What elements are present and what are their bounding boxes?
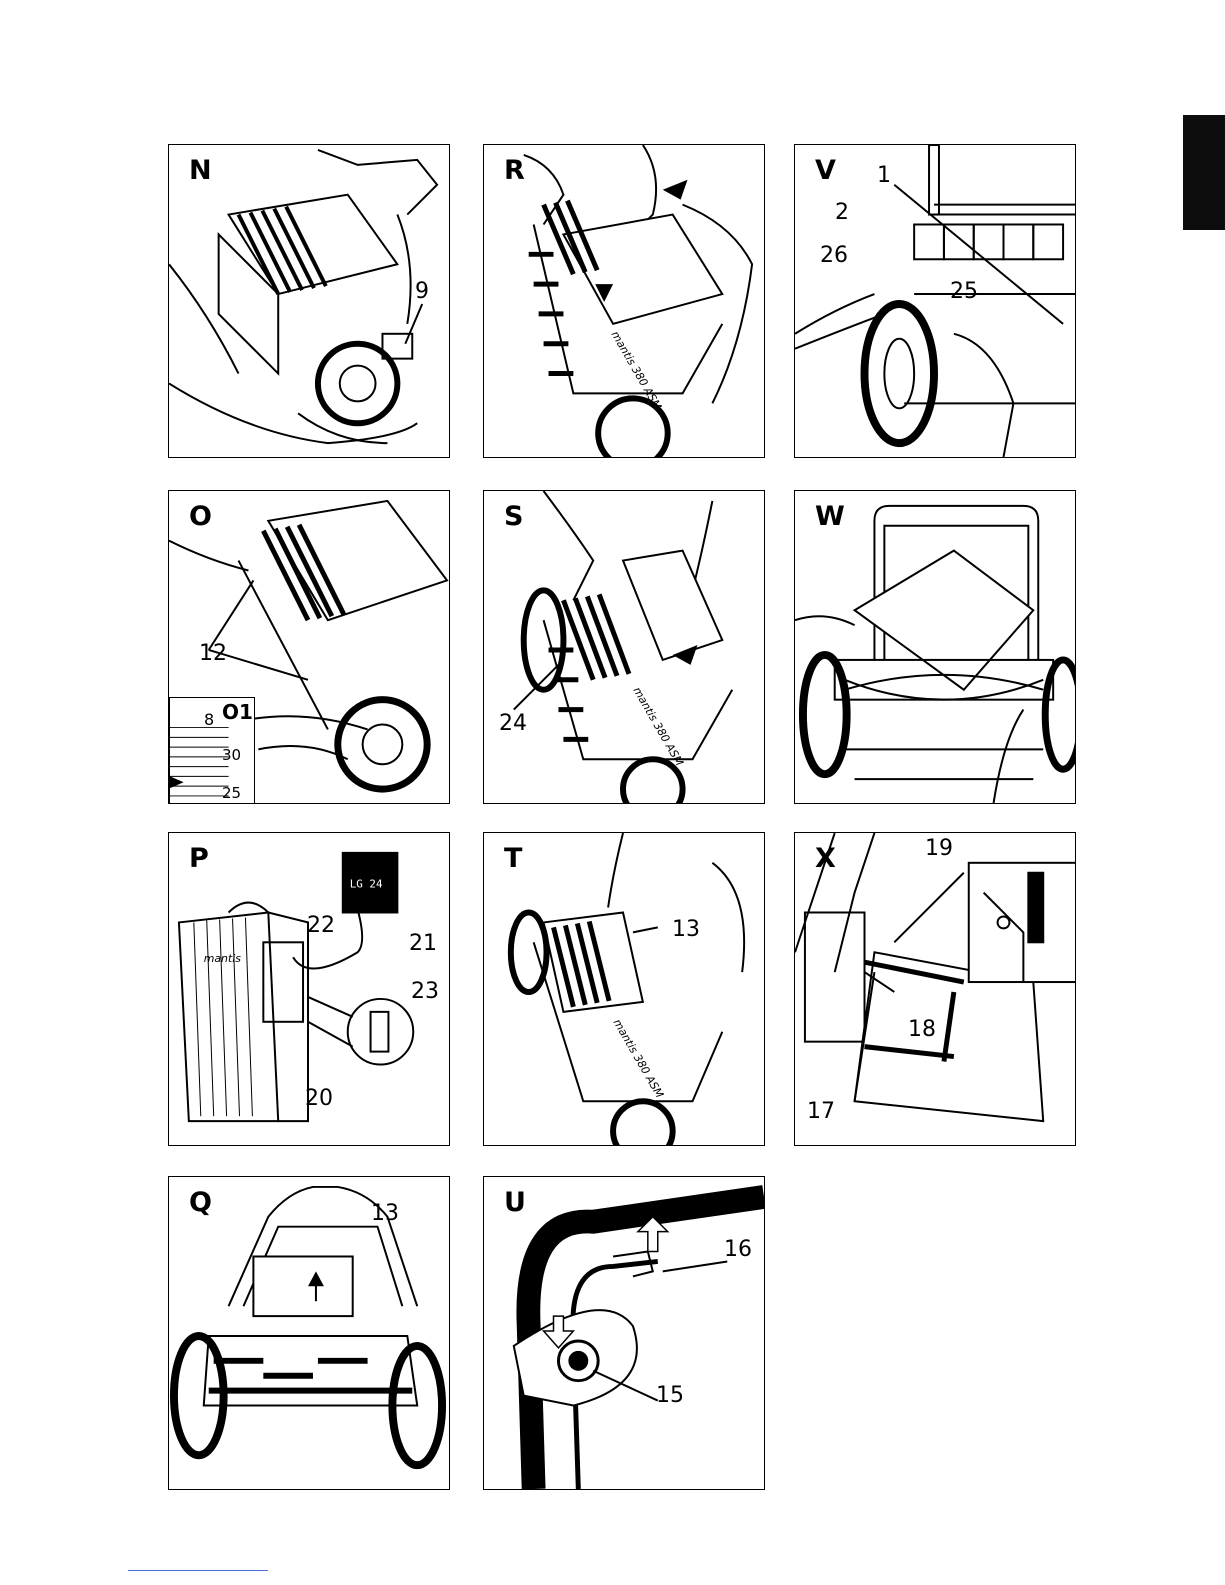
callout-19: 19 (925, 838, 953, 860)
callout-1: 1 (877, 165, 891, 187)
panel-o: O 12 O1 8 30 25 (168, 490, 450, 804)
panel-x: X 19 18 17 (794, 832, 1076, 1146)
panel-label: U (504, 1189, 526, 1216)
brand-mark: mantis 380 ASM (610, 1017, 666, 1101)
callout-25: 25 (950, 281, 978, 303)
inset-value-8: 8 (204, 712, 214, 728)
panel-label: O (189, 503, 212, 530)
illustration-w (795, 491, 1075, 803)
panel-label: T (504, 845, 522, 872)
footer-link-line (128, 1570, 268, 1571)
panel-u: U 16 15 (483, 1176, 765, 1490)
illustration-q (169, 1177, 449, 1489)
illustration-v (795, 145, 1075, 457)
callout-24: 24 (499, 713, 527, 735)
panel-label: X (815, 845, 836, 872)
callout-13: 13 (672, 919, 700, 941)
panel-label: Q (189, 1189, 212, 1216)
callout-15: 15 (656, 1385, 684, 1407)
gauge-inset: O1 8 30 25 (169, 697, 255, 804)
inset-value-25: 25 (222, 786, 241, 801)
callout-9: 9 (415, 281, 429, 303)
callout-22: 22 (307, 915, 335, 937)
callout-18: 18 (908, 1019, 936, 1041)
callout-20: 20 (305, 1088, 333, 1110)
inset-value-30: 30 (222, 748, 241, 763)
callout-13: 13 (371, 1203, 399, 1225)
brand-mark: mantis (204, 952, 242, 965)
illustration-r: mantis 380 ASM (484, 145, 764, 457)
panel-label: R (504, 157, 525, 184)
panel-label: P (189, 845, 209, 872)
callout-2: 2 (835, 202, 849, 224)
illustration-s: mantis 380 ASM (484, 491, 764, 803)
brand-mark: mantis 380 ASM (630, 685, 686, 769)
panel-label: N (189, 157, 212, 184)
callout-26: 26 (820, 245, 848, 267)
callout-23: 23 (411, 981, 439, 1003)
panel-t: mantis 380 ASM T 13 (483, 832, 765, 1146)
illustration-x (795, 833, 1075, 1145)
panel-q: Q 13 (168, 1176, 450, 1490)
panel-p: LG 24 mantis P 22 21 23 20 (168, 832, 450, 1146)
panel-n: N 9 (168, 144, 450, 458)
illustration-u (484, 1177, 764, 1489)
section-tab (1183, 115, 1225, 230)
charger-text: LG 24 (350, 878, 383, 891)
callout-12: 12 (199, 643, 227, 665)
callout-16: 16 (724, 1239, 752, 1261)
panel-label: V (815, 157, 836, 184)
panel-label: W (815, 503, 845, 530)
panel-label: S (504, 503, 523, 530)
panel-v: V 1 2 26 25 (794, 144, 1076, 458)
illustration-t: mantis 380 ASM (484, 833, 764, 1145)
illustration-n (169, 145, 449, 457)
panel-r: mantis 380 ASM R (483, 144, 765, 458)
panel-w: W (794, 490, 1076, 804)
callout-17: 17 (807, 1101, 835, 1123)
inset-label: O1 (222, 702, 253, 722)
callout-21: 21 (409, 933, 437, 955)
panel-s: mantis 380 ASM S 24 (483, 490, 765, 804)
